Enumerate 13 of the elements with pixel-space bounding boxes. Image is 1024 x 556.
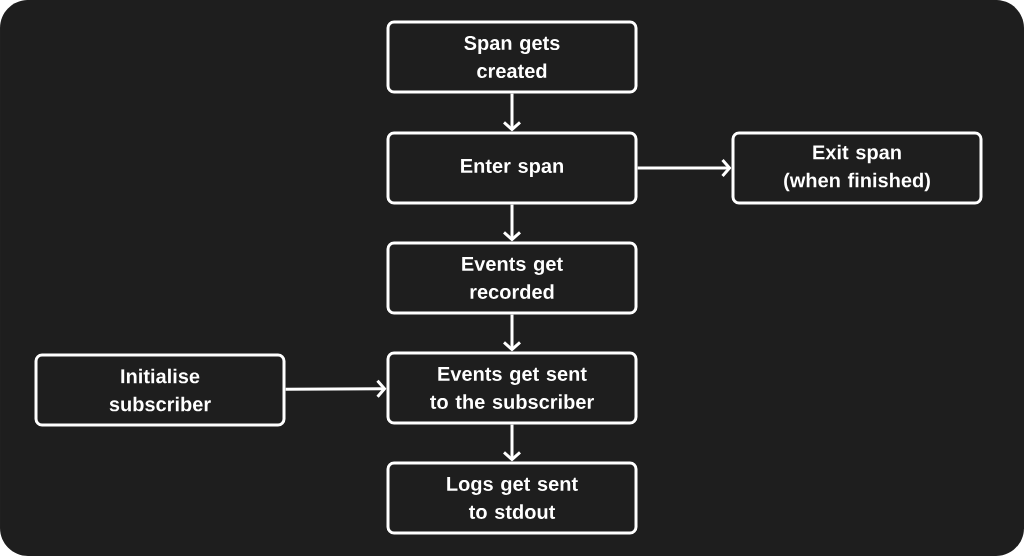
process-box: Logs get sent to stdout: [386, 461, 638, 535]
arrow: [503, 204, 521, 242]
process-box: Exit span (when finished): [731, 131, 983, 205]
arrow: [285, 379, 387, 398]
arrow: [503, 93, 521, 132]
arrow: [503, 424, 521, 462]
process-box: Initialise subscriber: [34, 353, 286, 427]
process-box: Events get recorded: [386, 241, 638, 315]
process-box: Events get sent to the subscriber: [386, 351, 638, 425]
process-box: Span gets created: [386, 20, 638, 94]
process-box: Enter span: [386, 131, 638, 205]
arrow: [503, 314, 521, 352]
arrow: [637, 159, 732, 177]
